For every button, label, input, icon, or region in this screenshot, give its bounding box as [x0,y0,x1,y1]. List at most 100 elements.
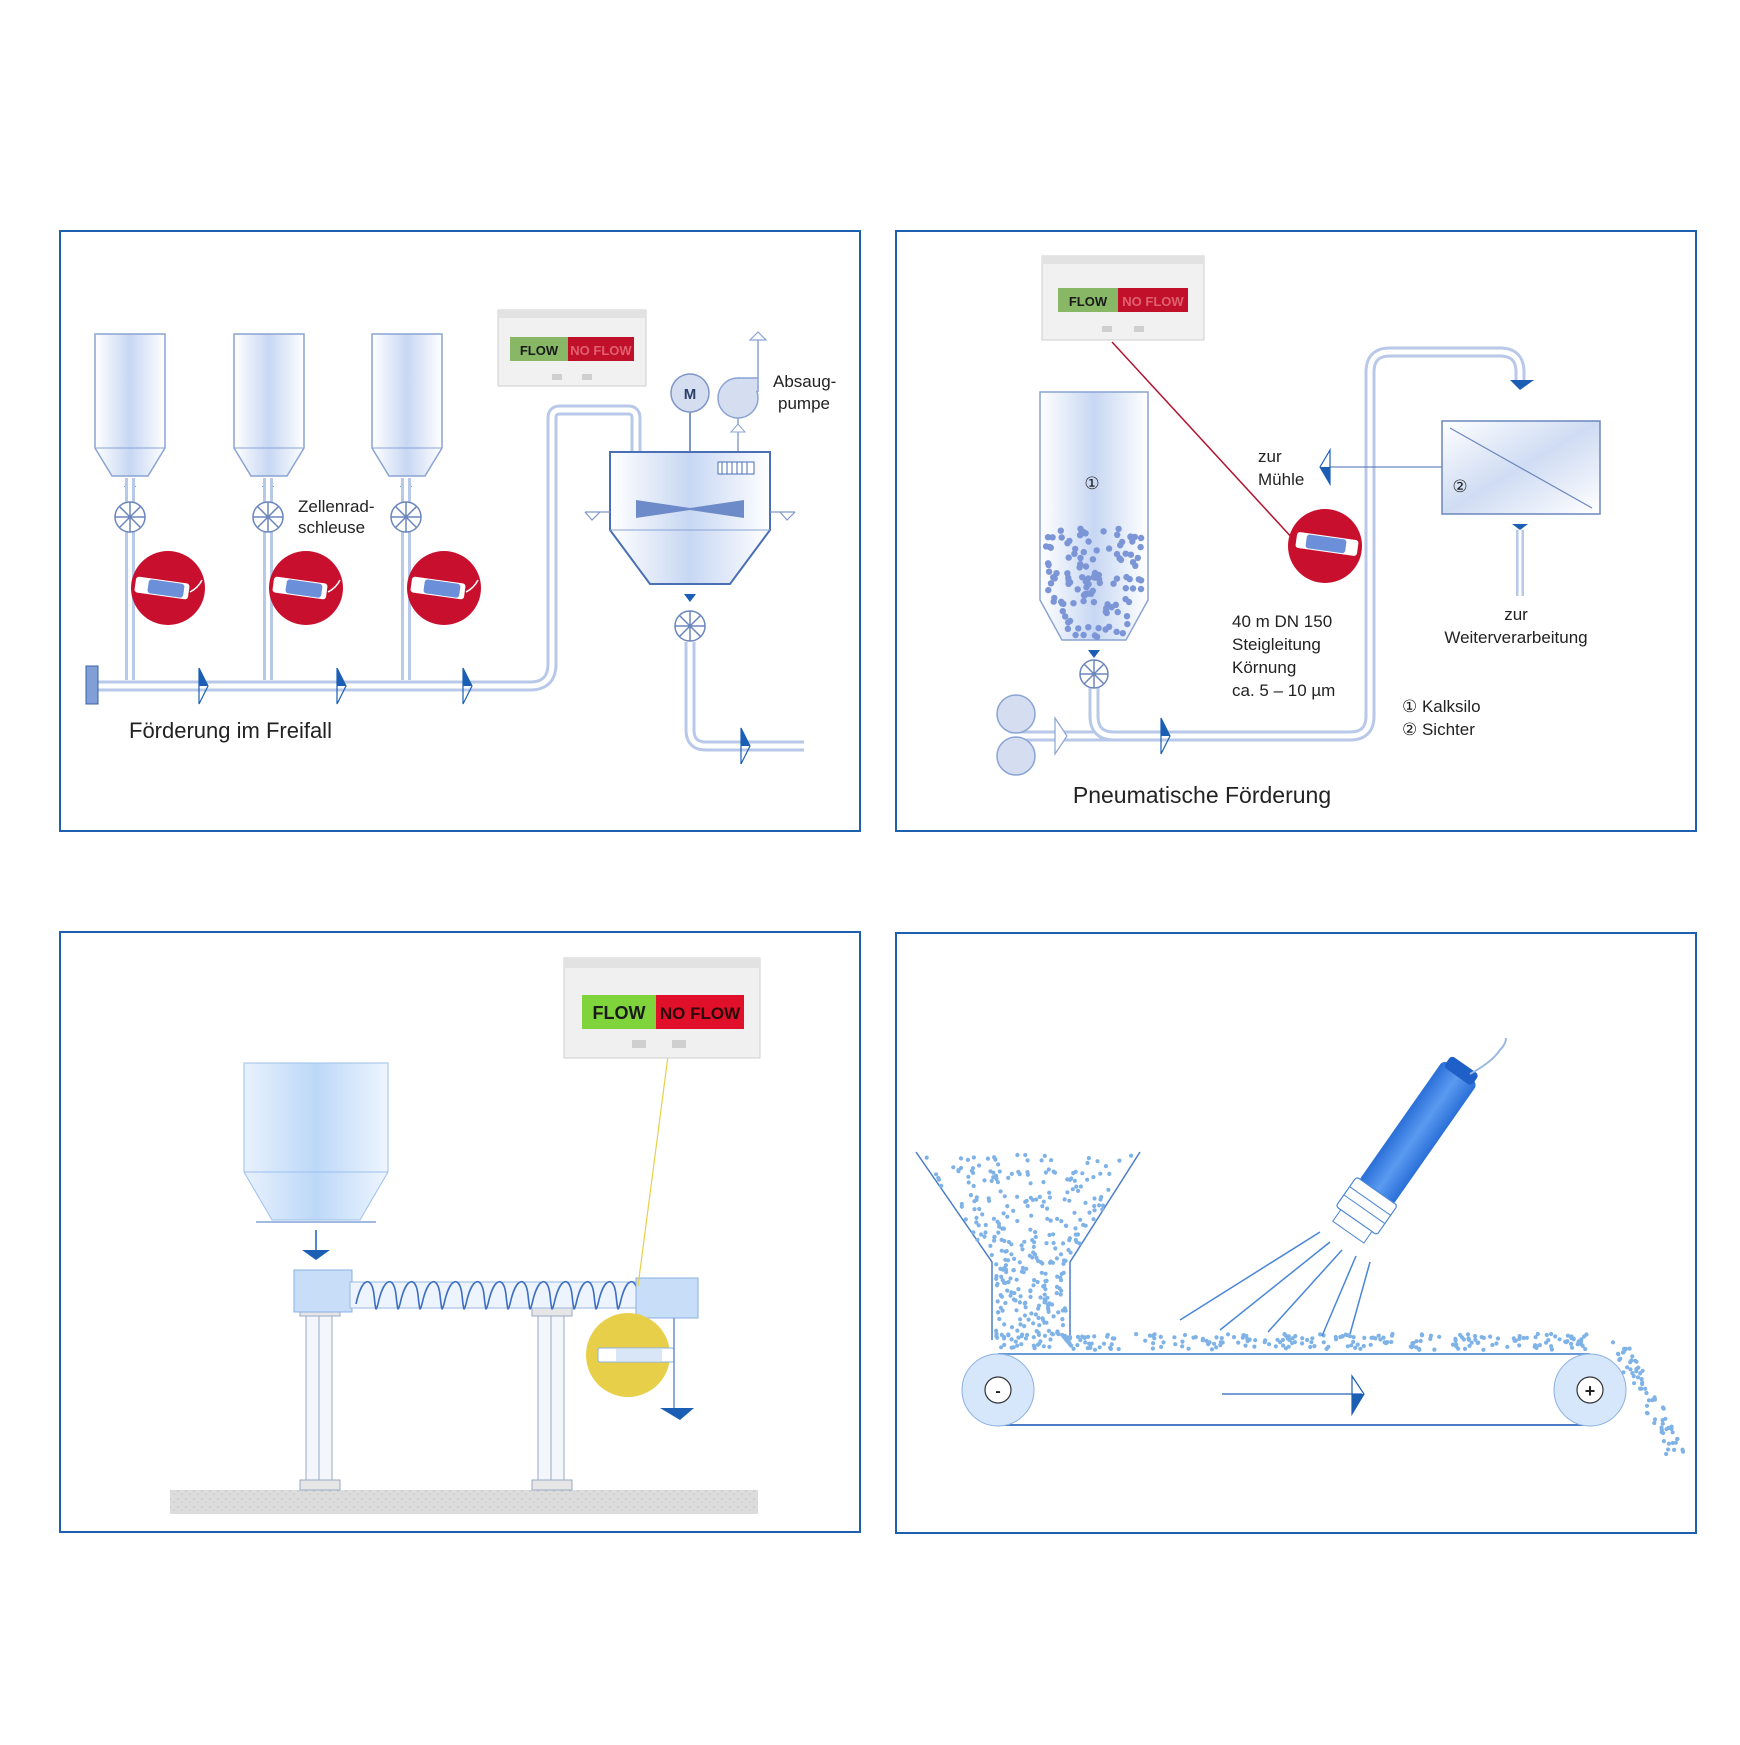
particle [1024,1266,1029,1271]
particle [1245,1339,1250,1344]
particle [1173,1342,1178,1347]
particle [1092,1347,1098,1352]
legend-item-2: ② Sichter [1402,720,1475,739]
particle [1634,1369,1639,1374]
particle [1002,1280,1007,1285]
particle [1020,1247,1025,1252]
particle [1428,1333,1434,1338]
particle [1000,1226,1005,1231]
particle [1290,1341,1295,1346]
particle [1644,1403,1650,1408]
particle [1025,1332,1030,1338]
particle [1371,1335,1376,1340]
particle [996,1310,1001,1315]
particle [1107,1171,1112,1176]
particle [1310,1336,1315,1341]
noflow-lamp [656,995,744,1029]
particle [1065,1190,1070,1195]
particle [1505,1344,1510,1349]
particle [1087,1341,1092,1346]
particle [1060,1317,1065,1322]
particle [1008,1293,1013,1298]
particle [1077,561,1084,568]
particle [1065,554,1072,561]
particle [985,1156,991,1161]
particle [1045,1206,1050,1211]
panel1-caption: Förderung im Freifall [129,718,332,743]
particle [1645,1411,1650,1416]
particle [1340,1334,1345,1339]
particle [1002,1335,1007,1340]
particle [1137,534,1145,542]
particle [1152,1336,1157,1341]
particle [1009,1290,1014,1295]
particle [1110,580,1117,587]
particle [991,1175,996,1180]
particle [1465,1332,1471,1337]
particle [1050,1260,1056,1265]
particle [1097,1203,1102,1208]
particle [1580,1343,1585,1348]
particle [1114,531,1121,538]
particle [1040,1204,1045,1209]
particle [1027,1253,1032,1258]
particle [1490,1342,1495,1348]
particle [1028,1227,1033,1232]
particle [1101,1203,1106,1208]
particle [1022,1324,1027,1329]
particle [972,1199,977,1204]
particle [1673,1440,1678,1445]
particle [999,1274,1004,1279]
particle [1072,1178,1077,1183]
feed-hopper [243,1062,389,1221]
particle [1117,1158,1122,1163]
particle [1456,1346,1461,1351]
particle [1049,534,1056,541]
particle [934,1172,939,1177]
particle [1019,1342,1024,1347]
particle [1047,580,1055,587]
particle [1048,1337,1053,1342]
floor [170,1490,758,1514]
particle [1092,1208,1097,1213]
particle [1020,1265,1025,1270]
particle [1059,1278,1064,1283]
particle [1086,1156,1091,1161]
particle [1083,1340,1088,1345]
particle [1087,590,1095,597]
particle [1495,1336,1501,1341]
particle [959,1204,964,1209]
particle [1054,1256,1059,1261]
flow-indicator: FLOW NO FLOW [563,957,761,1059]
particle [1070,600,1077,607]
particle [1473,1334,1478,1339]
particle [1057,527,1065,534]
particle [1031,1335,1036,1340]
particle [1089,556,1097,563]
particle [1044,1241,1049,1246]
particle [936,1175,941,1181]
particle [1351,1339,1356,1344]
particle [1043,1170,1048,1175]
particle [971,1230,976,1235]
particle [1134,1332,1139,1337]
flow-indicator: FLOW NO FLOW [497,309,647,387]
particle [1087,1210,1092,1215]
particle [1151,1341,1156,1346]
particle [1045,568,1053,575]
particle [1534,1345,1539,1350]
screw-helix [355,1281,643,1310]
particle [1092,1196,1097,1201]
particle [994,1276,999,1281]
particle [1065,1177,1070,1182]
particle [1191,1335,1196,1340]
particle [1105,1334,1110,1339]
particle [1042,543,1050,550]
particle [968,1193,974,1198]
particle [1012,1256,1017,1261]
particle [1031,1244,1036,1249]
particle [1043,1271,1048,1276]
particle [1549,1347,1554,1352]
particle [1114,608,1121,616]
particle [1083,1335,1088,1340]
